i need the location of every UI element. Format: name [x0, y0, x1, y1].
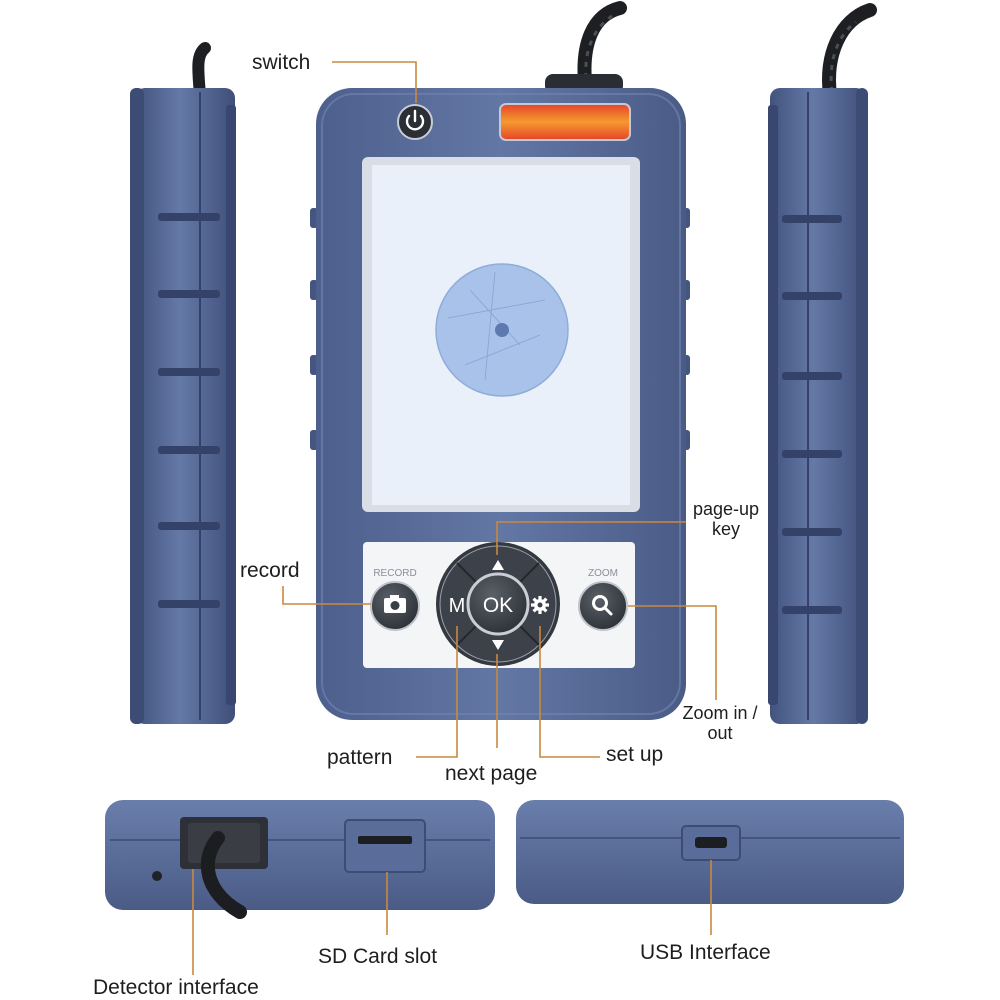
set-up-label: set up	[606, 743, 664, 766]
switch-label: switch	[252, 51, 311, 74]
pattern-label: pattern	[327, 746, 393, 769]
down-arrow-icon	[492, 640, 504, 650]
detector-port	[180, 817, 268, 919]
left-side-view	[130, 42, 236, 724]
record-text: RECORD	[373, 568, 416, 579]
right-grip-ribs	[782, 215, 842, 614]
page-up-key-label: page-up key	[680, 500, 772, 538]
direction-pad: M OK	[436, 542, 560, 666]
next-page-button[interactable]	[492, 640, 504, 650]
leader-lines	[192, 61, 717, 975]
switch-leader	[332, 61, 417, 103]
page-up-label-line1: page-up	[692, 499, 760, 519]
sd-slot-icon	[358, 836, 412, 844]
page-up-leader	[496, 521, 686, 555]
bottom-view-right	[516, 800, 904, 904]
up-arrow-icon	[492, 560, 504, 570]
m-key-text: M	[449, 595, 466, 617]
bottom-view-left	[105, 800, 495, 919]
ok-button[interactable]: OK	[466, 572, 530, 636]
setup-leader	[539, 626, 600, 758]
zoom-label-line2: out	[707, 723, 733, 743]
ok-text: OK	[483, 594, 513, 617]
setup-button[interactable]	[531, 596, 549, 614]
camera-icon	[384, 595, 406, 613]
status-indicator	[499, 103, 631, 141]
front-cable-icon	[577, 1, 627, 89]
sd-card-slot-label: SD Card slot	[318, 945, 438, 968]
page-up-label-line2: key	[711, 519, 740, 539]
reset-hole	[152, 871, 162, 881]
record-leader	[282, 586, 371, 605]
cable-plug-icon	[200, 831, 247, 919]
zoom-label: Zoom in / out	[670, 704, 770, 742]
left-cable-icon	[192, 42, 211, 101]
gear-icon	[531, 596, 549, 614]
micro-usb-port-icon	[695, 837, 727, 848]
pattern-leader	[416, 626, 458, 758]
zoom-label-line1: Zoom in /	[682, 703, 758, 723]
pattern-button[interactable]: M	[449, 595, 466, 617]
front-view: RECORD ZOOM	[310, 1, 690, 720]
detector-interface-label: Detector interface	[93, 976, 259, 999]
zoom-text: ZOOM	[588, 568, 618, 579]
sd-card-slot	[344, 819, 426, 873]
zoom-button[interactable]	[578, 581, 628, 631]
right-side-view	[768, 3, 877, 724]
fiber-end-face-image	[435, 263, 569, 397]
magnifier-icon	[592, 595, 613, 616]
record-button[interactable]	[370, 581, 420, 631]
usb-port	[681, 825, 741, 861]
next-page-label: next page	[445, 762, 538, 785]
left-grip-ribs	[158, 213, 220, 608]
record-label: record	[240, 559, 300, 582]
usb-interface-label: USB Interface	[640, 941, 771, 964]
zoom-leader	[628, 605, 717, 700]
power-button[interactable]	[397, 104, 433, 140]
page-up-button[interactable]	[492, 560, 504, 570]
right-cable-icon	[822, 3, 877, 102]
power-icon	[405, 109, 425, 131]
